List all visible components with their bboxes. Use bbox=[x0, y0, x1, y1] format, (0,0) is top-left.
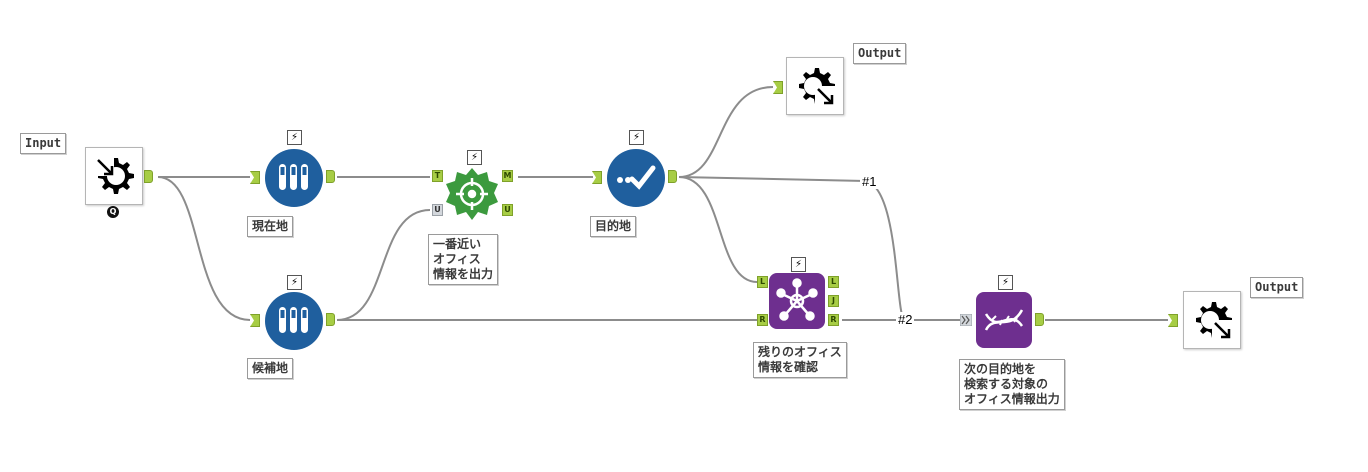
lightning-icon: ⚡ bbox=[287, 275, 302, 290]
output-top-tool[interactable] bbox=[786, 57, 844, 115]
join-label: 残りのオフィス 情報を確認 bbox=[753, 342, 847, 378]
connection-label-2[interactable]: #2 bbox=[896, 312, 915, 327]
input-gear-icon bbox=[94, 156, 134, 194]
formula-tool[interactable] bbox=[976, 292, 1032, 348]
candidates-output-anchor[interactable] bbox=[326, 313, 335, 326]
join-tool[interactable] bbox=[769, 273, 825, 329]
input-tool[interactable] bbox=[85, 147, 143, 205]
join-joined-output-anchor[interactable]: J bbox=[828, 295, 839, 307]
find-nearest-tool[interactable] bbox=[444, 166, 500, 222]
destination-output-anchor[interactable] bbox=[668, 170, 677, 183]
wire-candidates-to-nearest bbox=[336, 209, 431, 321]
formula-label: 次の目的地を 検索する対象の オフィス情報出力 bbox=[959, 359, 1065, 410]
nearest-universe-input-anchor[interactable]: U bbox=[432, 204, 443, 216]
query-badge: Q bbox=[107, 206, 119, 218]
output-gear-icon bbox=[1196, 302, 1232, 340]
lightning-icon: ⚡ bbox=[467, 150, 482, 165]
select-check-icon bbox=[617, 165, 656, 190]
find-nearest-icon bbox=[456, 178, 488, 210]
join-right-input-anchor[interactable]: R bbox=[757, 314, 768, 326]
nearest-label: 一番近い オフィス 情報を出力 bbox=[428, 234, 499, 285]
destination-tool[interactable] bbox=[606, 148, 666, 208]
output-bottom-label: Output bbox=[1250, 277, 1304, 298]
join-network-icon bbox=[776, 278, 818, 321]
formula-multi-input-anchor[interactable] bbox=[960, 314, 972, 326]
destination-label: 目的地 bbox=[590, 216, 637, 237]
output-top-label: Output bbox=[853, 43, 907, 64]
lightning-icon: ⚡ bbox=[629, 130, 644, 145]
candidates-tool[interactable] bbox=[264, 291, 324, 351]
nearest-match-anchor[interactable]: M bbox=[502, 170, 513, 182]
connection-label-1[interactable]: #1 bbox=[860, 174, 879, 189]
dna-icon bbox=[984, 309, 1024, 331]
nearest-unmatched-anchor[interactable]: U bbox=[502, 204, 513, 216]
formula-output-anchor[interactable] bbox=[1035, 313, 1044, 326]
wire-destination-to-join bbox=[678, 176, 758, 283]
lightning-icon: ⚡ bbox=[791, 257, 806, 272]
wire-destination-to-output bbox=[678, 86, 774, 178]
join-left-input-anchor[interactable]: L bbox=[757, 276, 768, 288]
join-right-output-anchor[interactable]: R bbox=[828, 314, 839, 326]
input-label: Input bbox=[20, 133, 67, 154]
lightning-icon: ⚡ bbox=[998, 275, 1013, 290]
join-left-output-anchor[interactable]: L bbox=[828, 276, 839, 288]
nearest-target-anchor[interactable]: T bbox=[432, 170, 443, 182]
current-output-anchor[interactable] bbox=[326, 170, 335, 183]
output-gear-icon bbox=[799, 68, 835, 106]
current-location-label: 現在地 bbox=[247, 216, 294, 237]
wire-input-to-candidates bbox=[157, 176, 251, 321]
lightning-icon: ⚡ bbox=[287, 130, 302, 145]
output-bottom-tool[interactable] bbox=[1183, 291, 1241, 349]
input-output-anchor[interactable] bbox=[144, 170, 153, 183]
current-location-tool[interactable] bbox=[264, 148, 324, 208]
candidates-label: 候補地 bbox=[247, 358, 294, 379]
